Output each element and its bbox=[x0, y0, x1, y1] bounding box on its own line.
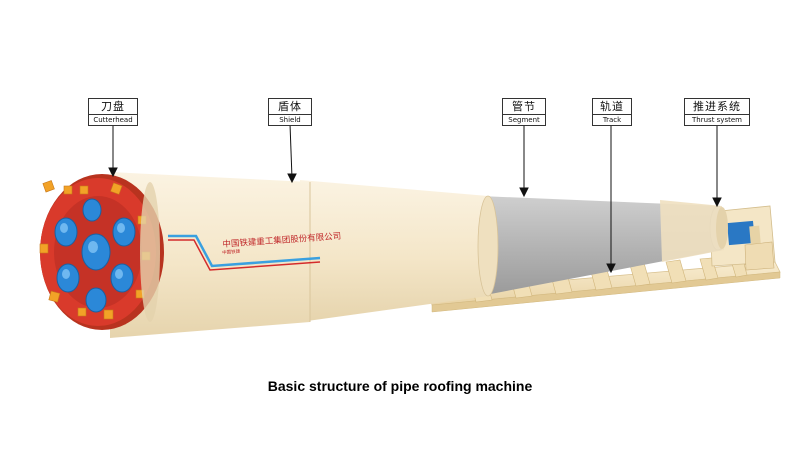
callout-segment-zh: 管节 bbox=[503, 99, 545, 115]
callout-cutterhead-zh: 刀盘 bbox=[89, 99, 137, 115]
callout-track-en: Track bbox=[602, 116, 622, 124]
callout-shield-zh: 盾体 bbox=[269, 99, 311, 115]
callout-thrust-en: Thrust system bbox=[692, 116, 742, 124]
callout-shield: 盾体 Shield bbox=[268, 98, 312, 126]
company-logo-text: 中国铁建 bbox=[222, 249, 241, 256]
callout-segment-en: Segment bbox=[508, 116, 540, 124]
callout-track-zh: 轨道 bbox=[593, 99, 631, 115]
callout-shield-en: Shield bbox=[279, 116, 301, 124]
callout-cutterhead: 刀盘 Cutterhead bbox=[88, 98, 138, 126]
callout-thrust: 推进系统 Thrust system bbox=[684, 98, 750, 126]
cutterhead bbox=[39, 174, 164, 330]
shield-front bbox=[110, 172, 321, 338]
segment-pipe bbox=[480, 196, 728, 296]
shield-rear bbox=[300, 180, 499, 322]
figure-caption: Basic structure of pipe roofing machine bbox=[267, 378, 533, 394]
callout-segment: 管节 Segment bbox=[502, 98, 546, 126]
callout-track: 轨道 Track bbox=[592, 98, 632, 126]
leader-lines bbox=[108, 123, 722, 274]
callout-cutterhead-en: Cutterhead bbox=[93, 116, 133, 124]
callout-thrust-zh: 推进系统 bbox=[685, 99, 749, 115]
